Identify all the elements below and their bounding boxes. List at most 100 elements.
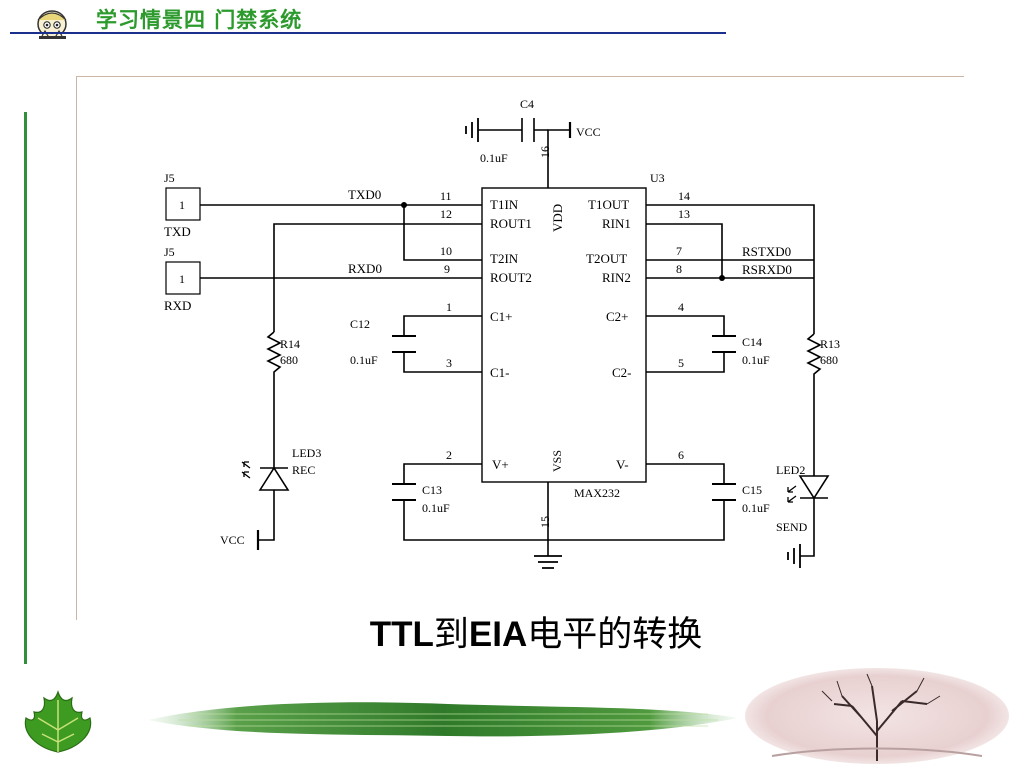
led3-ref: LED3	[292, 446, 321, 460]
chip-body	[481, 187, 647, 483]
pin-num-13: 13	[678, 207, 690, 221]
tree-image-decoration	[742, 666, 1012, 771]
pin-name-t2in: T2IN	[490, 251, 519, 266]
wire-t1out	[646, 204, 815, 334]
pin-num-1: 1	[446, 300, 452, 314]
pin-name-t2out: T2OUT	[586, 251, 627, 266]
connector-rxd-label: RXD	[164, 298, 191, 313]
pin-num-14: 14	[678, 189, 690, 203]
net-rxd0: RXD0	[348, 261, 382, 276]
ground-c4	[465, 118, 479, 142]
r13-ref: R13	[820, 337, 840, 351]
wire-vdd	[547, 129, 570, 188]
cap-c13	[392, 483, 416, 501]
wire-c13	[403, 463, 725, 541]
led3-rays	[241, 461, 251, 479]
wire-c12	[403, 315, 482, 373]
grass-strip-decoration	[148, 696, 738, 749]
pin-name-rout1: ROUT1	[490, 216, 532, 231]
wire-rin1	[646, 223, 723, 278]
caption-to: 到	[433, 615, 469, 655]
c4-ref: C4	[520, 97, 534, 111]
c15-ref: C15	[742, 483, 762, 497]
ground-bottom	[534, 555, 562, 569]
pin-name-t1out: T1OUT	[588, 197, 629, 212]
r13-value: 680	[820, 353, 838, 367]
page-title: 学习情景四 门禁系统	[96, 8, 303, 32]
left-accent-bar	[24, 112, 27, 664]
pin-num-11: 11	[440, 189, 452, 203]
c14-value: 0.1uF	[742, 353, 770, 367]
pin-name-c1m: C1-	[490, 365, 510, 380]
pin-num-15: 15	[538, 516, 552, 528]
header-underline	[10, 32, 726, 34]
r14-ref: R14	[280, 337, 300, 351]
cap-c12	[392, 335, 416, 353]
vcc-top: VCC	[576, 125, 601, 139]
r14-value: 680	[280, 353, 298, 367]
chip-vss: VSS	[550, 450, 564, 472]
c12-value: 0.1uF	[350, 353, 378, 367]
c12-ref: C12	[350, 317, 370, 331]
led3-label: REC	[292, 463, 315, 477]
c14-ref: C14	[742, 335, 762, 349]
pin-num-5: 5	[678, 356, 684, 370]
led2-symbol	[798, 475, 830, 557]
c13-ref: C13	[422, 483, 442, 497]
pin-name-c2p: C2+	[606, 309, 629, 324]
leaf-icon	[18, 690, 98, 761]
figure-frame-left	[76, 76, 77, 620]
resistor-r14	[266, 331, 282, 450]
pin-num-3: 3	[446, 356, 452, 370]
wire-rout1	[273, 223, 482, 332]
pin-num-7: 7	[676, 244, 682, 258]
c15-value: 0.1uF	[742, 501, 770, 515]
connector-txd	[165, 187, 201, 221]
pin-name-rout2: ROUT2	[490, 270, 532, 285]
pin-num-16: 16	[538, 146, 552, 158]
max232-schematic: U3 MAX232 VDD VSS T1IN ROUT1 T2IN ROUT2 …	[150, 90, 870, 595]
pin-num-6: 6	[678, 448, 684, 462]
pin-num-2: 2	[446, 448, 452, 462]
vcc-led3: VCC	[220, 533, 245, 547]
caption-rest: 电平的转换	[527, 615, 703, 655]
led3-symbol	[258, 450, 290, 541]
figure-caption: TTL到EIA电平的转换	[0, 606, 1024, 657]
c4-value: 0.1uF	[480, 151, 508, 165]
resistor-r13	[806, 333, 822, 476]
cap-c15	[712, 483, 736, 501]
pin-num-10: 10	[440, 244, 452, 258]
caption-ttl: TTL	[369, 615, 434, 654]
chip-part: MAX232	[574, 486, 620, 500]
wire-c14	[646, 315, 725, 373]
pin-num-12: 12	[440, 207, 452, 221]
led2-ref: LED2	[776, 463, 805, 477]
net-rstxd0: RSTXD0	[742, 244, 791, 259]
pin-name-c1p: C1+	[490, 309, 513, 324]
caption-eia: EIA	[468, 615, 528, 654]
connector-rxd-ref: J5	[164, 245, 175, 259]
pin-num-8: 8	[676, 262, 682, 276]
net-txd0: TXD0	[348, 187, 381, 202]
connector-txd-label: TXD	[164, 224, 191, 239]
pin-name-vplus: V+	[492, 457, 509, 472]
net-rsrxd0: RSRXD0	[742, 262, 792, 277]
pin-num-4: 4	[678, 300, 684, 314]
figure-frame-top	[76, 76, 964, 77]
c13-value: 0.1uF	[422, 501, 450, 515]
pin-name-vminus: V-	[616, 457, 629, 472]
chip-vdd: VDD	[550, 204, 565, 232]
ground-led2	[787, 544, 801, 568]
pin-num-9: 9	[444, 262, 450, 276]
logo-icon	[22, 8, 78, 42]
connector-txd-pin: 1	[179, 198, 185, 212]
pin-name-rin2: RIN2	[602, 270, 631, 285]
connector-txd-ref: J5	[164, 171, 175, 185]
cap-c4	[478, 118, 548, 142]
pin-name-c2m: C2-	[612, 365, 632, 380]
led2-rays	[787, 485, 797, 503]
chip-ref: U3	[650, 171, 665, 185]
cap-c14	[712, 335, 736, 353]
led2-label: SEND	[776, 520, 808, 534]
pin-name-t1in: T1IN	[490, 197, 519, 212]
